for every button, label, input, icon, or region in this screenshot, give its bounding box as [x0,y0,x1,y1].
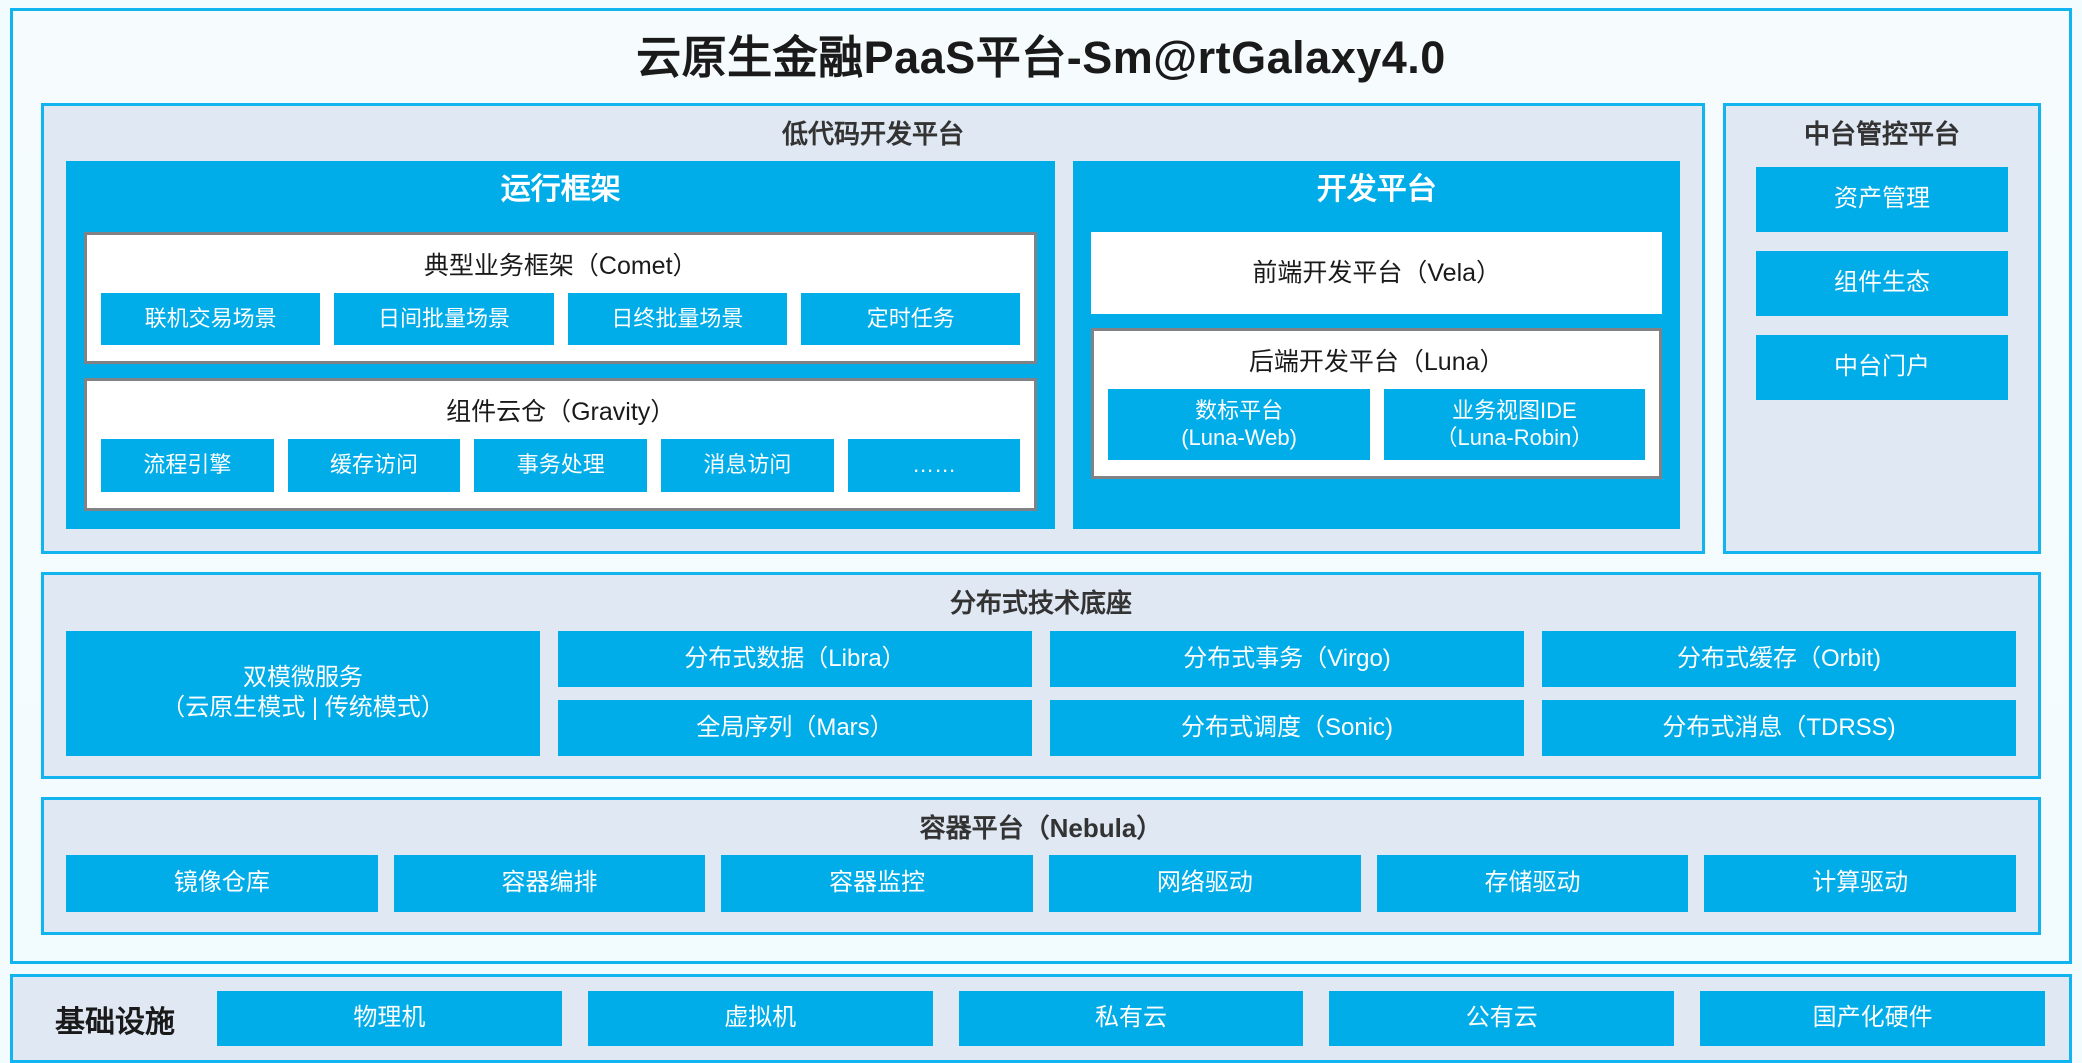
infrastructure-item[interactable]: 私有云 [958,991,1304,1047]
tech-base-title: 分布式技术底座 [949,587,1132,618]
infrastructure-item[interactable]: 公有云 [1329,991,1675,1047]
midoffice-item[interactable]: 中台门户 [1756,334,2008,400]
gravity-item[interactable]: 消息访问 [661,439,834,492]
runtime-framework-card: 运行框架 典型业务框架（Comet） 联机交易场景 日间批量场景 日终批量场景 … [66,161,1056,529]
luna-box: 后端开发平台（Luna） 数标平台 (Luna-Web) 业务视图IDE （Lu… [1091,327,1662,479]
container-item[interactable]: 容器编排 [393,855,706,913]
tech-base-body: 双模微服务 （云原生模式 | 传统模式） 分布式数据（Libra） 全局序列（M… [44,630,2038,776]
luna-robin-item[interactable]: 业务视图IDE （Luna-Robin） [1383,388,1646,460]
microservice-item[interactable]: 双模微服务 （云原生模式 | 传统模式） [66,630,540,756]
diagram-page: 云原生金融PaaS平台-Sm@rtGalaxy4.0 低代码开发平台 运行框架 … [10,8,2072,1063]
infrastructure-item[interactable]: 虚拟机 [587,991,933,1047]
comet-title: 典型业务框架（Comet） [423,251,698,280]
tech-item[interactable]: 分布式缓存（Orbit) [1542,630,2016,687]
infrastructure-panel: 基础设施 物理机 虚拟机 私有云 公有云 国产化硬件 [10,974,2072,1063]
comet-box: 典型业务框架（Comet） 联机交易场景 日间批量场景 日终批量场景 定时任务 [84,231,1038,365]
tech-col-2: 分布式事务（Virgo) 分布式调度（Sonic) [1050,630,1524,756]
platform-frame: 云原生金融PaaS平台-Sm@rtGalaxy4.0 低代码开发平台 运行框架 … [10,8,2072,965]
midoffice-platform-panel: 中台管控平台 资产管理 组件生态 中台门户 [1723,102,2041,554]
gravity-item[interactable]: 缓存访问 [287,439,461,492]
page-title: 云原生金融PaaS平台-Sm@rtGalaxy4.0 [636,32,1446,83]
microservice-line1: 双模微服务 [243,664,363,692]
platform-sections: 低代码开发平台 运行框架 典型业务框架（Comet） 联机交易场景 日间批量场景… [41,102,2041,936]
luna-robin-line2: （Luna-Robin） [1435,425,1594,451]
development-platform-card: 开发平台 前端开发平台（Vela） 后端开发平台（Luna） 数标平台 (Lun… [1073,161,1680,529]
comet-chip-row: 联机交易场景 日间批量场景 日终批量场景 定时任务 [101,292,1021,346]
gravity-item[interactable]: 事务处理 [474,439,648,492]
tech-base-panel: 分布式技术底座 双模微服务 （云原生模式 | 传统模式） 分布式数据（Libra… [41,571,2041,779]
tech-col-1: 分布式数据（Libra） 全局序列（Mars） [558,630,1032,756]
comet-item[interactable]: 联机交易场景 [101,292,321,346]
container-item[interactable]: 容器监控 [721,855,1034,913]
tech-col-3: 分布式缓存（Orbit) 分布式消息（TDRSS) [1542,630,2016,756]
infrastructure-label: 基础设施 [55,1005,175,1039]
container-item[interactable]: 网络驱动 [1049,855,1361,913]
comet-item[interactable]: 日间批量场景 [334,292,554,346]
development-platform-title: 开发平台 [1316,173,1437,207]
lowcode-platform-panel: 低代码开发平台 运行框架 典型业务框架（Comet） 联机交易场景 日间批量场景… [41,102,1705,554]
vela-box[interactable]: 前端开发平台（Vela） [1091,231,1662,314]
luna-web-line1: 数标平台 [1195,397,1284,423]
runtime-framework-title: 运行框架 [500,173,621,207]
container-item[interactable]: 计算驱动 [1704,855,2017,913]
gravity-item[interactable]: 流程引擎 [101,439,274,492]
container-platform-panel: 容器平台（Nebula） 镜像仓库 容器编排 容器监控 网络驱动 存储驱动 计算… [41,796,2041,936]
lowcode-platform-title: 低代码开发平台 [781,118,964,149]
container-item[interactable]: 镜像仓库 [66,855,378,913]
midoffice-item-list: 资产管理 组件生态 中台门户 [1726,161,2038,421]
infrastructure-item[interactable]: 物理机 [217,991,562,1047]
midoffice-item[interactable]: 资产管理 [1756,167,2008,233]
luna-web-line2: (Luna-Web) [1181,425,1297,451]
infrastructure-item[interactable]: 国产化硬件 [1700,991,2045,1047]
gravity-title: 组件云仓（Gravity） [446,398,676,427]
luna-web-item[interactable]: 数标平台 (Luna-Web) [1108,388,1370,460]
midoffice-platform-title: 中台管控平台 [1803,118,1960,149]
tech-item[interactable]: 全局序列（Mars） [558,699,1032,756]
lowcode-platform-body: 运行框架 典型业务框架（Comet） 联机交易场景 日间批量场景 日终批量场景 … [44,161,1702,550]
tech-item[interactable]: 分布式事务（Virgo) [1050,630,1524,687]
midoffice-item[interactable]: 组件生态 [1756,251,2008,316]
comet-item[interactable]: 定时任务 [801,292,1021,346]
top-row: 低代码开发平台 运行框架 典型业务框架（Comet） 联机交易场景 日间批量场景… [41,102,2041,554]
tech-item[interactable]: 分布式数据（Libra） [558,630,1032,687]
tech-col-microservice: 双模微服务 （云原生模式 | 传统模式） [66,630,540,756]
tech-item[interactable]: 分布式消息（TDRSS) [1542,699,2016,756]
container-platform-title: 容器平台（Nebula） [919,812,1163,843]
gravity-item-ellipsis[interactable]: …… [847,439,1021,492]
container-platform-body: 镜像仓库 容器编排 容器监控 网络驱动 存储驱动 计算驱动 [44,855,2038,932]
vela-title: 前端开发平台（Vela） [1252,258,1502,287]
luna-title: 后端开发平台（Luna） [1248,347,1505,376]
gravity-box: 组件云仓（Gravity） 流程引擎 缓存访问 事务处理 消息访问 …… [84,378,1038,511]
gravity-chip-row: 流程引擎 缓存访问 事务处理 消息访问 …… [101,439,1021,492]
container-item[interactable]: 存储驱动 [1376,855,1689,913]
luna-robin-line1: 业务视图IDE [1452,397,1577,423]
comet-item[interactable]: 日终批量场景 [567,292,788,346]
luna-chip-row: 数标平台 (Luna-Web) 业务视图IDE （Luna-Robin） [1108,388,1646,460]
tech-item[interactable]: 分布式调度（Sonic) [1050,699,1524,756]
microservice-line2: （云原生模式 | 传统模式） [161,694,445,722]
